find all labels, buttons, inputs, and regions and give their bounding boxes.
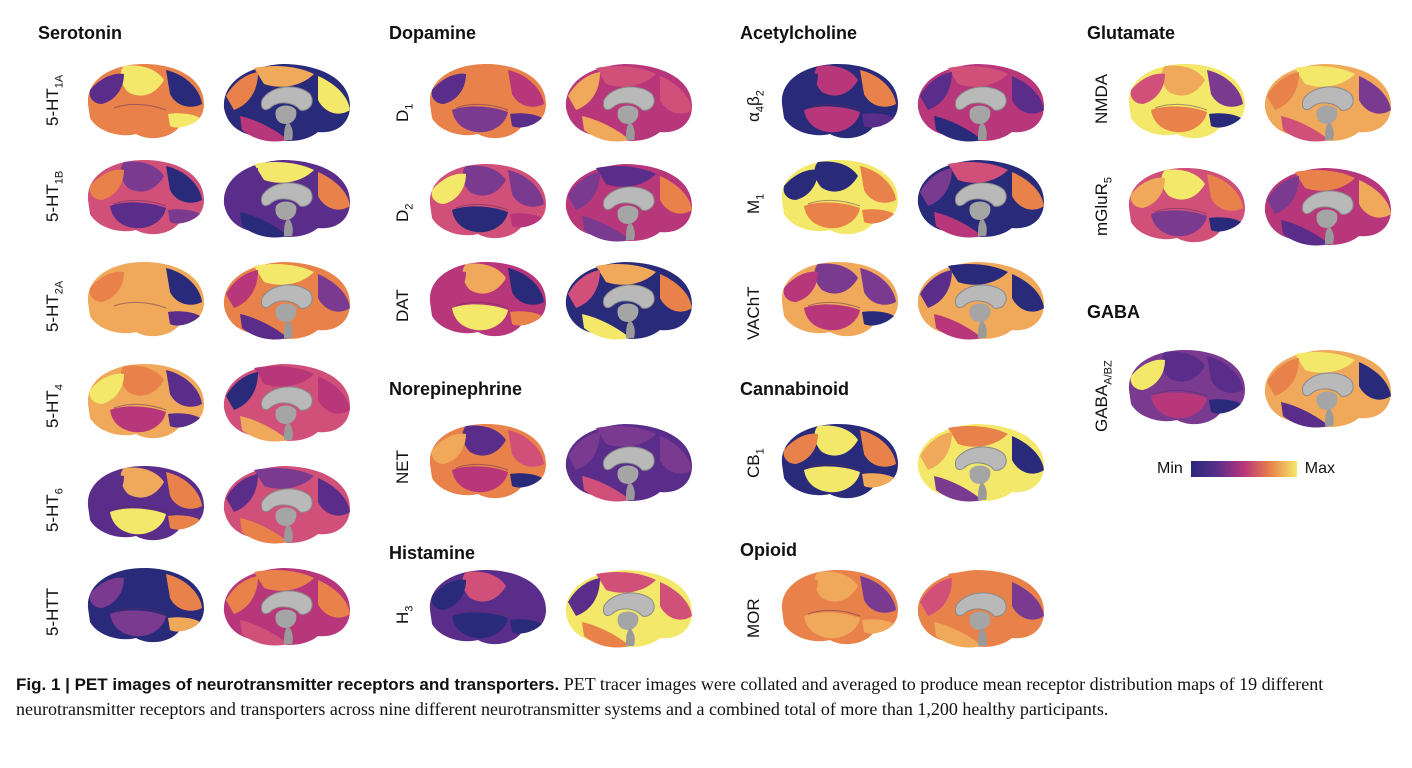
receptor-label: 5-HT6 xyxy=(43,488,66,532)
receptor-label: 5-HT1B xyxy=(43,170,66,222)
brain-medial-view xyxy=(560,258,696,346)
brain-medial-view xyxy=(1259,60,1395,148)
panel-title-serotonin: Serotonin xyxy=(38,23,122,43)
receptor-label: D2 xyxy=(393,203,416,222)
brain-medial-view xyxy=(1259,164,1395,252)
brain-medial-view xyxy=(218,156,354,244)
panel-title-acetylcholine: Acetylcholine xyxy=(740,23,858,43)
brain-lateral-view xyxy=(1121,346,1249,434)
receptor-label: 5-HT4 xyxy=(43,384,66,428)
brain-medial-view xyxy=(218,258,354,346)
brain-lateral-view xyxy=(80,564,208,652)
brain-lateral-view xyxy=(80,258,208,346)
brain-lateral-view xyxy=(774,258,902,346)
panel-title-gaba: GABA xyxy=(1087,302,1140,322)
brain-lateral-view xyxy=(422,420,550,508)
brain-lateral-view xyxy=(774,566,902,654)
brain-lateral-view xyxy=(774,60,902,148)
panel-title-cannabinoid: Cannabinoid xyxy=(740,379,849,399)
brain-medial-view xyxy=(560,420,696,508)
receptor-label: VAChT xyxy=(744,286,763,340)
receptor-label: α4β2 xyxy=(744,90,767,122)
caption-text: PET tracer images were collated and aver… xyxy=(16,674,1324,719)
brain-lateral-view xyxy=(422,160,550,248)
receptor-label: 5-HT1A xyxy=(43,74,66,126)
receptor-label: 5-HTT xyxy=(43,587,62,636)
brain-medial-view xyxy=(218,360,354,448)
brain-lateral-view xyxy=(80,360,208,448)
receptor-label: M1 xyxy=(744,193,767,214)
legend-max-label: Max xyxy=(1304,460,1336,477)
panel-title-histamine: Histamine xyxy=(389,543,476,563)
brain-medial-view xyxy=(560,160,696,248)
brain-lateral-view xyxy=(1121,164,1249,252)
brain-lateral-view xyxy=(80,462,208,550)
legend-colorbar xyxy=(1190,461,1297,477)
receptor-label: 5-HT2A xyxy=(43,280,66,332)
legend-min-label: Min xyxy=(1157,460,1183,477)
figure-label: Fig. 1 | PET images of neurotransmitter … xyxy=(16,675,560,694)
figure-caption: Fig. 1 | PET images of neurotransmitter … xyxy=(16,672,1396,722)
brain-lateral-view xyxy=(80,156,208,244)
panel-title-opioid: Opioid xyxy=(740,540,797,560)
receptor-label: GABAA/BZ xyxy=(1092,360,1115,432)
brain-medial-view xyxy=(912,420,1048,508)
brain-medial-view xyxy=(1259,346,1395,434)
brain-lateral-view xyxy=(422,60,550,148)
brain-medial-view xyxy=(912,60,1048,148)
brain-medial-view xyxy=(218,564,354,652)
panel-title-norepinephrine: Norepinephrine xyxy=(389,379,523,399)
receptor-label: D1 xyxy=(393,103,416,122)
receptor-label: NMDA xyxy=(1092,73,1111,124)
brain-medial-view xyxy=(218,462,354,550)
receptor-label: NET xyxy=(393,450,412,484)
brain-medial-view xyxy=(560,60,696,148)
panel-title-dopamine: Dopamine xyxy=(389,23,477,43)
receptor-label: mGluR5 xyxy=(1092,176,1115,236)
brain-lateral-view xyxy=(422,566,550,654)
brain-lateral-view xyxy=(422,258,550,346)
receptor-label: CB1 xyxy=(744,448,767,478)
brain-lateral-view xyxy=(774,156,902,244)
brain-medial-view xyxy=(560,566,696,654)
brain-medial-view xyxy=(912,566,1048,654)
brain-lateral-view xyxy=(80,60,208,148)
panel-title-glutamate: Glutamate xyxy=(1087,23,1176,43)
brain-medial-view xyxy=(218,60,354,148)
brain-medial-view xyxy=(912,156,1048,244)
receptor-label: H3 xyxy=(393,605,416,624)
receptor-label: MOR xyxy=(744,598,763,638)
colorbar-legend: Min Max xyxy=(1157,458,1335,480)
brain-lateral-view xyxy=(774,420,902,508)
brain-medial-view xyxy=(912,258,1048,346)
brain-lateral-view xyxy=(1121,60,1249,148)
receptor-label: DAT xyxy=(393,289,412,322)
